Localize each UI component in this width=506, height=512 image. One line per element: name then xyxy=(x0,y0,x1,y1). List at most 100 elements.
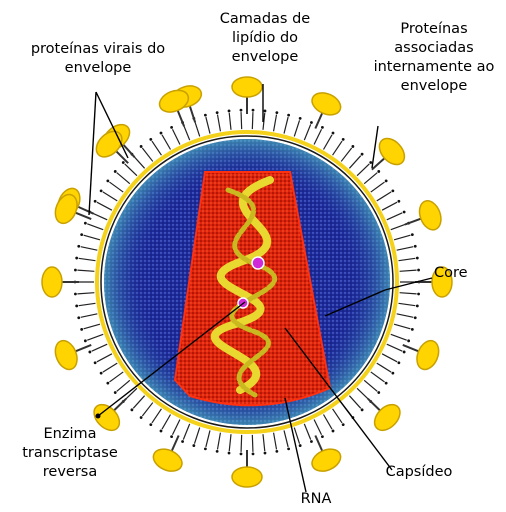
spike-stalk xyxy=(403,345,419,351)
lipid-head xyxy=(77,316,80,319)
lipid-head xyxy=(106,180,109,183)
label-rna: RNA xyxy=(286,490,346,509)
spike-stalk xyxy=(78,207,94,214)
label-core: Core xyxy=(434,264,468,283)
envelope-spike xyxy=(374,134,409,170)
lipid-head xyxy=(377,170,380,173)
lipid-head xyxy=(216,450,219,453)
lipid-tick xyxy=(79,258,96,260)
lipid-head xyxy=(240,109,243,112)
lipid-head xyxy=(385,180,388,183)
lipid-tick xyxy=(162,415,171,430)
spike-stalk xyxy=(116,151,128,163)
lipid-tick xyxy=(387,344,403,351)
lipid-tick xyxy=(217,433,220,450)
lipid-tick xyxy=(314,129,321,144)
envelope-spike xyxy=(309,89,345,119)
lipid-tick xyxy=(172,420,179,435)
lipid-head xyxy=(385,382,388,385)
lipid-tick xyxy=(97,354,112,362)
lipid-head xyxy=(170,435,173,438)
lipid-tick xyxy=(77,270,94,271)
lipid-head xyxy=(403,211,406,214)
lipid-head xyxy=(80,233,83,236)
spike-stalk xyxy=(172,435,179,451)
lipid-head xyxy=(204,114,207,117)
lipid-head xyxy=(149,423,152,426)
lipid-head xyxy=(310,121,313,124)
lipid-tick xyxy=(252,435,253,452)
lipid-head xyxy=(299,117,302,120)
lipid-tick xyxy=(241,112,242,129)
lipid-head xyxy=(88,351,91,354)
lipid-head xyxy=(252,109,255,112)
lipid-head xyxy=(397,361,400,364)
lipid-tick xyxy=(391,224,407,230)
lipid-head xyxy=(310,440,313,443)
spike-stalk xyxy=(405,219,421,225)
lipid-head xyxy=(181,440,184,443)
lipid-tick xyxy=(217,115,220,132)
label-capsid: Capsídeo xyxy=(374,463,464,482)
lipid-tick xyxy=(324,135,333,150)
lipid-head xyxy=(342,423,345,426)
lipid-tick xyxy=(371,182,385,192)
lipid-head xyxy=(140,145,143,148)
lipid-head xyxy=(122,161,125,164)
lipid-tick xyxy=(87,224,103,230)
lipid-tick xyxy=(324,415,333,430)
lipid-tick xyxy=(274,433,277,450)
lipid-head xyxy=(287,114,290,117)
lipid-tick xyxy=(172,129,179,144)
lipid-tick xyxy=(84,324,100,329)
lipid-tick xyxy=(397,247,414,251)
lipid-tick xyxy=(382,354,397,362)
lipid-head xyxy=(416,305,419,308)
lipid-tick xyxy=(252,112,253,129)
lipid-head xyxy=(75,305,78,308)
lipid-tick xyxy=(142,148,152,161)
spike-stalk xyxy=(315,113,322,129)
lipid-head xyxy=(416,257,419,260)
envelope-spike xyxy=(416,198,445,233)
lipid-tick xyxy=(304,124,310,140)
lipid-head xyxy=(140,416,143,419)
lipid-head xyxy=(411,233,414,236)
lipid-head xyxy=(377,391,380,394)
lipid-head xyxy=(275,450,278,453)
lipid-head xyxy=(414,245,417,248)
lipid-tick xyxy=(81,314,98,318)
lipid-head xyxy=(192,444,195,447)
leader-internal xyxy=(372,126,378,168)
lipid-head xyxy=(100,189,103,192)
lipid-head xyxy=(299,444,302,447)
lipid-tick xyxy=(152,141,162,155)
lipid-head xyxy=(240,452,243,455)
lipid-tick xyxy=(333,409,343,423)
label-envelope-proteins: proteínas virais do envelope xyxy=(8,40,188,78)
lipid-tick xyxy=(133,396,144,409)
lipid-tick xyxy=(349,396,360,409)
lipid-head xyxy=(106,382,109,385)
lipid-tick xyxy=(92,213,108,220)
lipid-head xyxy=(160,132,163,135)
label-reverse-transcriptase: Enzima transcriptase reversa xyxy=(10,425,130,482)
lipid-head xyxy=(407,339,410,342)
lipid-head xyxy=(321,126,324,129)
lipid-tick xyxy=(274,115,277,132)
lipid-head xyxy=(369,161,372,164)
lipid-tick xyxy=(387,213,403,220)
lipid-head xyxy=(100,372,103,375)
envelope-spike xyxy=(150,445,186,475)
lipid-tick xyxy=(377,363,391,372)
lipid-head xyxy=(287,447,290,450)
spike-stalk xyxy=(114,399,126,411)
lipid-tick xyxy=(394,324,410,329)
leader-enzyme-tip xyxy=(96,414,101,419)
lipid-tick xyxy=(117,173,130,184)
lipid-head xyxy=(252,452,255,455)
lipid-tick xyxy=(79,303,96,305)
lipid-tick xyxy=(399,258,416,260)
envelope-spike xyxy=(232,77,262,97)
